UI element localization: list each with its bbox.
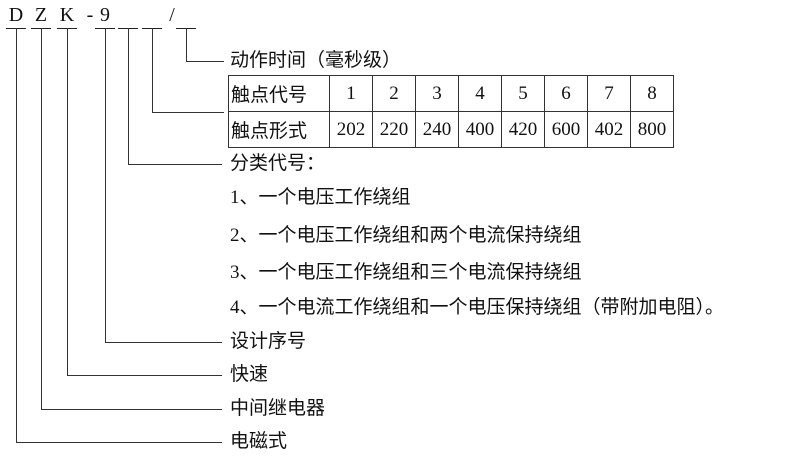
leader-line (67, 28, 68, 375)
leader-line (128, 164, 222, 165)
code-digit-9: 9 (100, 4, 110, 26)
leader-line (152, 112, 224, 113)
classification-item: 4、一个电流工作绕组和一个电压保持绕组（带附加电阻）。 (230, 297, 725, 318)
code-letter-d: D (8, 4, 24, 26)
code-dash: - (86, 4, 94, 26)
table-cell: 600 (544, 111, 588, 148)
table-cell: 420 (501, 111, 545, 148)
row-header-contact-code: 触点代号 (228, 75, 330, 112)
leader-line (16, 442, 222, 443)
table-cell: 6 (544, 75, 588, 112)
table-row: 触点代号 1 2 3 4 5 6 7 8 (228, 75, 674, 112)
table-cell: 3 (415, 75, 459, 112)
classification-item: 3、一个电压工作绕组和三个电流保持绕组 (230, 262, 582, 283)
table-cell: 7 (587, 75, 631, 112)
table-cell: 800 (630, 111, 674, 148)
table-row: 触点形式 202 220 240 400 420 600 402 800 (228, 111, 674, 148)
classification-item: 1、一个电压工作绕组 (230, 187, 411, 208)
table-cell: 8 (630, 75, 674, 112)
classification-title: 分类代号： (230, 153, 326, 174)
fast-label: 快速 (230, 364, 269, 385)
table-cell: 1 (329, 75, 373, 112)
leader-line (186, 61, 224, 62)
leader-line (128, 28, 129, 164)
leader-line (41, 28, 42, 409)
code-slash: / (169, 4, 175, 26)
table-cell: 4 (458, 75, 502, 112)
leader-line (41, 409, 222, 410)
design-number-label: 设计序号 (230, 331, 307, 352)
leader-line (105, 342, 222, 343)
intermediate-relay-label: 中间继电器 (230, 398, 326, 419)
row-header-contact-form: 触点形式 (228, 111, 330, 148)
table-cell: 400 (458, 111, 502, 148)
contact-table: 触点代号 1 2 3 4 5 6 7 8 触点形式 202 220 240 40… (228, 75, 674, 148)
code-letter-z: Z (34, 4, 48, 26)
leader-line (67, 375, 222, 376)
leader-line (186, 28, 187, 61)
leader-line (105, 28, 106, 342)
table-cell: 240 (415, 111, 459, 148)
classification-item: 2、一个电压工作绕组和两个电流保持绕组 (230, 225, 582, 246)
action-time-label: 动作时间（毫秒级） (230, 50, 402, 71)
electromagnetic-label: 电磁式 (230, 431, 288, 452)
code-letter-k: K (59, 4, 75, 26)
leader-line (16, 28, 17, 442)
leader-line (152, 28, 153, 112)
table-cell: 220 (372, 111, 416, 148)
table-cell: 202 (329, 111, 373, 148)
table-cell: 5 (501, 75, 545, 112)
table-cell: 402 (587, 111, 631, 148)
table-cell: 2 (372, 75, 416, 112)
